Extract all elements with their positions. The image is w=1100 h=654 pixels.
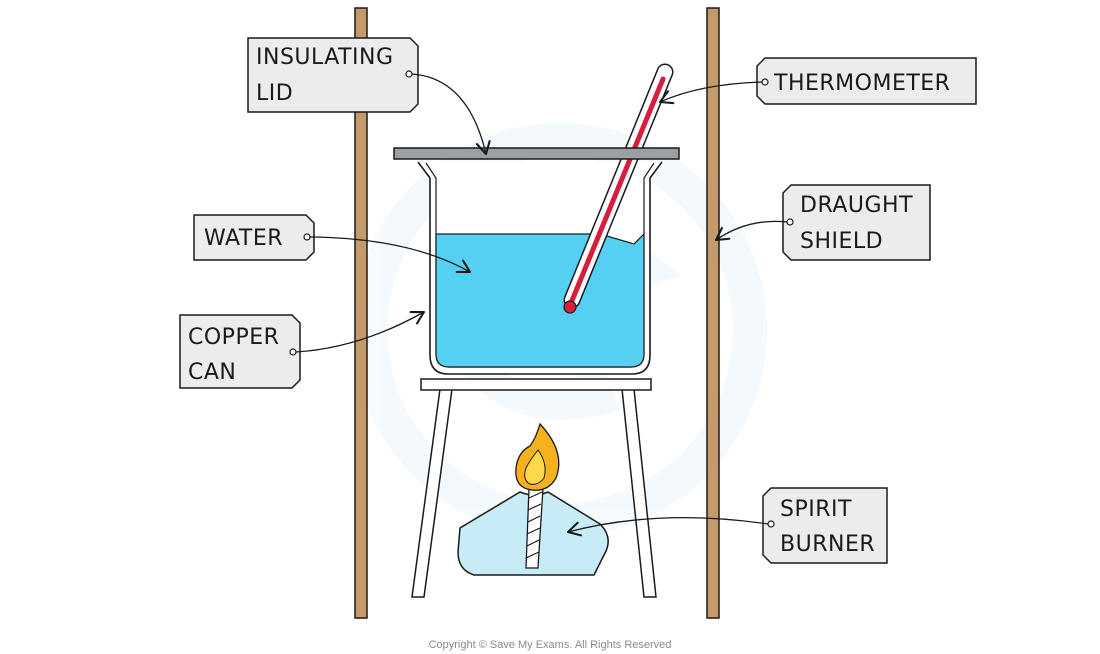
tag-hole-icon: [767, 520, 775, 528]
label-tag-copper-can: COPPER CAN: [179, 314, 301, 389]
copper-can-pointer: [295, 310, 426, 353]
water-label: WATER: [204, 226, 283, 251]
tag-hole-icon: [786, 218, 794, 226]
label-tag-spirit-burner: SPIRIT BURNER: [762, 487, 888, 564]
spirit-burner-label-line-2: BURNER: [780, 532, 875, 557]
flame-icon: [515, 422, 560, 491]
draught-shield-label-line-1: DRAUGHT: [800, 193, 913, 218]
label-tag-draught-shield: DRAUGHT SHIELD: [782, 184, 931, 261]
water: [435, 232, 645, 368]
thermometer-label: THERMOMETER: [773, 71, 950, 96]
draught-shield-right-rod: [706, 7, 720, 619]
spirit-burner: [457, 487, 609, 576]
thermometer-pointer: [658, 81, 763, 105]
insulating-lid-label-line-2: LID: [256, 81, 293, 106]
draught-shield-pointer: [714, 220, 788, 242]
tag-hole-icon: [761, 78, 769, 86]
insulating-lid: [393, 147, 680, 160]
spirit-burner-label-line-1: SPIRIT: [780, 497, 852, 522]
tag-hole-icon: [303, 233, 311, 241]
insulating-lid-pointer: [411, 73, 491, 156]
insulating-lid-label-line-1: INSULATING: [256, 45, 394, 70]
copper-can-label-line-2: CAN: [188, 360, 236, 385]
draught-shield-left-rod: [354, 7, 368, 619]
copyright-notice: Copyright © Save My Exams. All Rights Re…: [429, 639, 672, 651]
label-tag-water: WATER: [193, 214, 315, 261]
label-tag-thermometer: THERMOMETER: [756, 57, 977, 105]
thermometer: [563, 63, 674, 314]
copper-can-label-line-1: COPPER: [188, 325, 279, 350]
tag-hole-icon: [289, 348, 297, 356]
tripod-stand: [411, 378, 657, 598]
draught-shield-label-line-2: SHIELD: [800, 229, 883, 254]
label-tag-insulating-lid: INSULATING LID: [247, 37, 419, 113]
tag-hole-icon: [405, 70, 413, 78]
water-pointer: [309, 236, 472, 274]
spirit-burner-pointer: [566, 516, 769, 537]
